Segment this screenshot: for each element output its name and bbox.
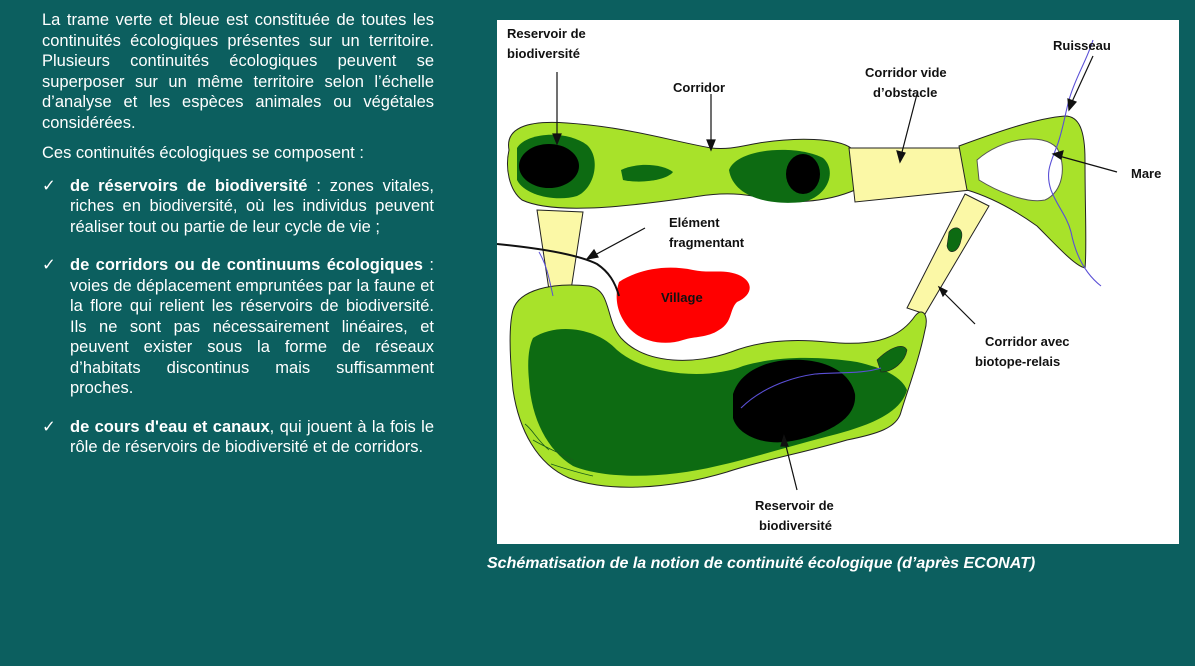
item-term: de corridors ou de continuums écologique… [70, 256, 423, 274]
mare [976, 138, 1063, 202]
pointer-lines [552, 55, 1118, 491]
fragmenting-road [497, 243, 620, 297]
text-column: La trame verte et bleue est constituée d… [42, 10, 434, 476]
stream-line [740, 367, 882, 409]
label-corridor-relay: Corridor avec [985, 334, 1070, 349]
label-village: Village [661, 290, 703, 305]
label-pond: Mare [1131, 166, 1161, 181]
check-icon: ✓ [42, 176, 56, 195]
lower-core [733, 359, 856, 443]
relay-patch [946, 227, 963, 252]
list-item: ✓ de cours d'eau et canaux, qui jouent à… [42, 417, 434, 458]
list-item: ✓ de réservoirs de biodiversité : zones … [42, 176, 434, 238]
figure-caption: Schématisation de la notion de continuit… [487, 555, 1036, 572]
village [616, 267, 750, 343]
label-reservoir-bottom: biodiversité [759, 518, 832, 533]
corridor-empty [848, 147, 972, 203]
continuity-diagram: Reservoir de biodiversité Corridor Corri… [497, 26, 1161, 533]
label-reservoir-top: Reservoir de [507, 26, 586, 41]
stream-line [524, 423, 594, 477]
upper-core-left [519, 144, 579, 188]
relay-patch [876, 346, 908, 373]
intro-paragraph: La trame verte et bleue est constituée d… [42, 11, 434, 132]
item-term: de réservoirs de biodiversité [70, 176, 308, 195]
label-corridor-relay: biotope-relais [975, 354, 1060, 369]
upper-dark-patch [621, 164, 673, 182]
compose-paragraph: Ces continuités écologiques se composent… [42, 144, 364, 162]
label-corridor-empty: d’obstacle [873, 85, 937, 100]
label-corridor: Corridor [673, 80, 725, 95]
item-term: de cours d'eau et canaux [70, 417, 270, 436]
corridor-relay [906, 193, 990, 315]
label-corridor-empty: Corridor vide [865, 65, 947, 80]
stream-line [538, 251, 554, 297]
diagram-figure: Reservoir de biodiversité Corridor Corri… [497, 20, 1179, 544]
label-fragmenting: Elément [669, 215, 720, 230]
check-icon: ✓ [42, 417, 56, 436]
label-fragmenting: fragmentant [669, 235, 745, 250]
list-item: ✓ de corridors ou de continuums écologiq… [42, 255, 434, 399]
label-reservoir-top: biodiversité [507, 46, 580, 61]
label-reservoir-bottom: Reservoir de [755, 498, 834, 513]
upper-core-right [786, 154, 820, 194]
label-stream: Ruisseau [1053, 38, 1111, 53]
item-description: : zones vitales, riches en biodiversité,… [70, 176, 434, 236]
item-description: : voies de déplacement empruntées par la… [70, 256, 435, 397]
check-icon: ✓ [42, 256, 56, 274]
item-description: , qui jouent à la fois le rôle de réserv… [70, 417, 434, 457]
stream-line [1048, 39, 1102, 287]
